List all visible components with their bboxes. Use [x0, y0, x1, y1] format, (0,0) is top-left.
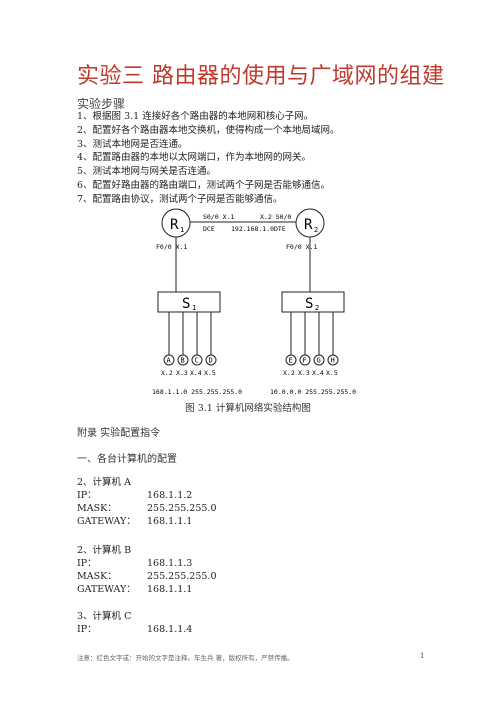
config-row: IP：168.1.1.4	[77, 624, 193, 635]
step-item: 5、测试本地网与网关是否连通。	[77, 166, 217, 178]
network-diagram: R 1 R 2 S0/0 X.1 X.2 S0/0 DCE 192.168.1.…	[152, 208, 356, 396]
svg-text:E: E	[289, 357, 293, 365]
step-item: 3、测试本地网是否连通。	[77, 138, 188, 150]
appendix-heading: 附录 实验配置指令	[77, 428, 161, 439]
router-r2-name: R	[304, 217, 313, 233]
svg-text:F: F	[303, 357, 307, 365]
svg-text:B: B	[181, 357, 185, 365]
net-left-label: 168.1.1.0 255.255.255.0	[152, 388, 242, 396]
router-r1-name: R	[170, 217, 179, 233]
page-title: 实验三 路由器的使用与广域网的组建	[77, 64, 445, 89]
computer-heading: 2、计算机 B	[77, 545, 132, 556]
config-row: MASK：255.255.255.0	[77, 503, 217, 514]
computer-config: 2、计算机 A IP：168.1.1.2 MASK：255.255.255.0 …	[77, 476, 217, 528]
svg-text:C: C	[195, 357, 199, 365]
svg-text:D: D	[209, 357, 213, 365]
host-c: C	[191, 354, 203, 366]
step-item: 1、根据图 3.1 连接好各个路由器的本地网和核心子网。	[77, 111, 314, 122]
host-addr: X.3	[176, 369, 188, 377]
wan-net-label: 192.168.1.0	[231, 225, 274, 233]
svg-text:G: G	[317, 357, 321, 365]
router-r2-sub: 2	[314, 226, 318, 234]
host-addr: X.2	[283, 369, 295, 377]
config-row: GATEWAY：168.1.1.1	[77, 516, 193, 527]
dce-label: DCE	[203, 225, 215, 233]
r1-lan-label: F0/0 X.1	[156, 243, 187, 251]
host-d: D	[205, 354, 217, 366]
computer-config: 2、计算机 B IP：168.1.1.3 MASK：255.255.255.0 …	[77, 544, 217, 596]
host-addr: X.5	[326, 369, 338, 377]
net-right-label: 10.0.0.0 255.255.255.0	[270, 388, 356, 396]
host-g: G	[313, 354, 325, 366]
host-addr: X.5	[204, 369, 216, 377]
switch-s1-sub: 1	[192, 304, 196, 312]
router-r1-sub: 1	[180, 226, 184, 234]
section-heading: 一、各台计算机的配置	[77, 454, 177, 465]
step-item: 6、配置好路由器的路由端口，测试两个子网是否能够通信。	[77, 179, 331, 191]
page-number: 1	[420, 652, 425, 660]
config-row: IP：168.1.1.2	[77, 490, 193, 501]
host-addr: X.4	[190, 369, 202, 377]
svg-text:A: A	[167, 357, 172, 365]
svg-text:H: H	[331, 357, 335, 365]
host-h: H	[327, 354, 339, 366]
computer-heading: 2、计算机 A	[77, 477, 131, 488]
r2-lan-label: F0/0 X.1	[286, 243, 317, 251]
steps-list: 1、根据图 3.1 连接好各个路由器的本地网和核心子网。 2、配置好各个路由器本…	[77, 110, 340, 207]
figure-caption: 图 3.1 计算机网络实验结构图	[185, 403, 311, 414]
host-b: B	[177, 354, 189, 366]
switch-s1	[157, 291, 221, 313]
host-f: F	[299, 354, 311, 366]
step-item: 4、配置路由器的本地以太网端口，作为本地网的网关。	[77, 152, 312, 164]
switch-s1-name: S	[182, 296, 190, 312]
switch-s2-name: S	[305, 296, 313, 312]
host-e: E	[285, 354, 297, 366]
host-addr: X.2	[161, 369, 173, 377]
wan-right-label: X.2 S0/0	[260, 213, 291, 221]
config-row: GATEWAY：168.1.1.1	[77, 584, 193, 595]
step-item: 2、配置好各个路由器本地交换机，使得构成一个本地局域网。	[77, 124, 340, 136]
switch-s2	[281, 291, 345, 313]
switch-s2-sub: 2	[315, 304, 319, 312]
page-footer: 注意：红色文字或：开始的文字是注释。车生兵 著，版权所有，严禁传播。	[77, 654, 294, 662]
dte-label: DTE	[274, 225, 286, 233]
host-a: A	[163, 354, 175, 366]
wan-left-label: S0/0 X.1	[203, 213, 234, 221]
computer-config: 3、计算机 C IP：168.1.1.4	[77, 610, 192, 636]
config-row: IP：168.1.1.3	[77, 558, 193, 569]
host-addr: X.3	[298, 369, 310, 377]
section-subtitle: 实验步骤	[77, 97, 126, 111]
host-addr: X.4	[312, 369, 324, 377]
config-row: MASK：255.255.255.0	[77, 571, 217, 582]
step-item: 7、配置路由协议，测试两个子网是否能够通信。	[77, 193, 283, 205]
computer-heading: 3、计算机 C	[77, 611, 132, 622]
